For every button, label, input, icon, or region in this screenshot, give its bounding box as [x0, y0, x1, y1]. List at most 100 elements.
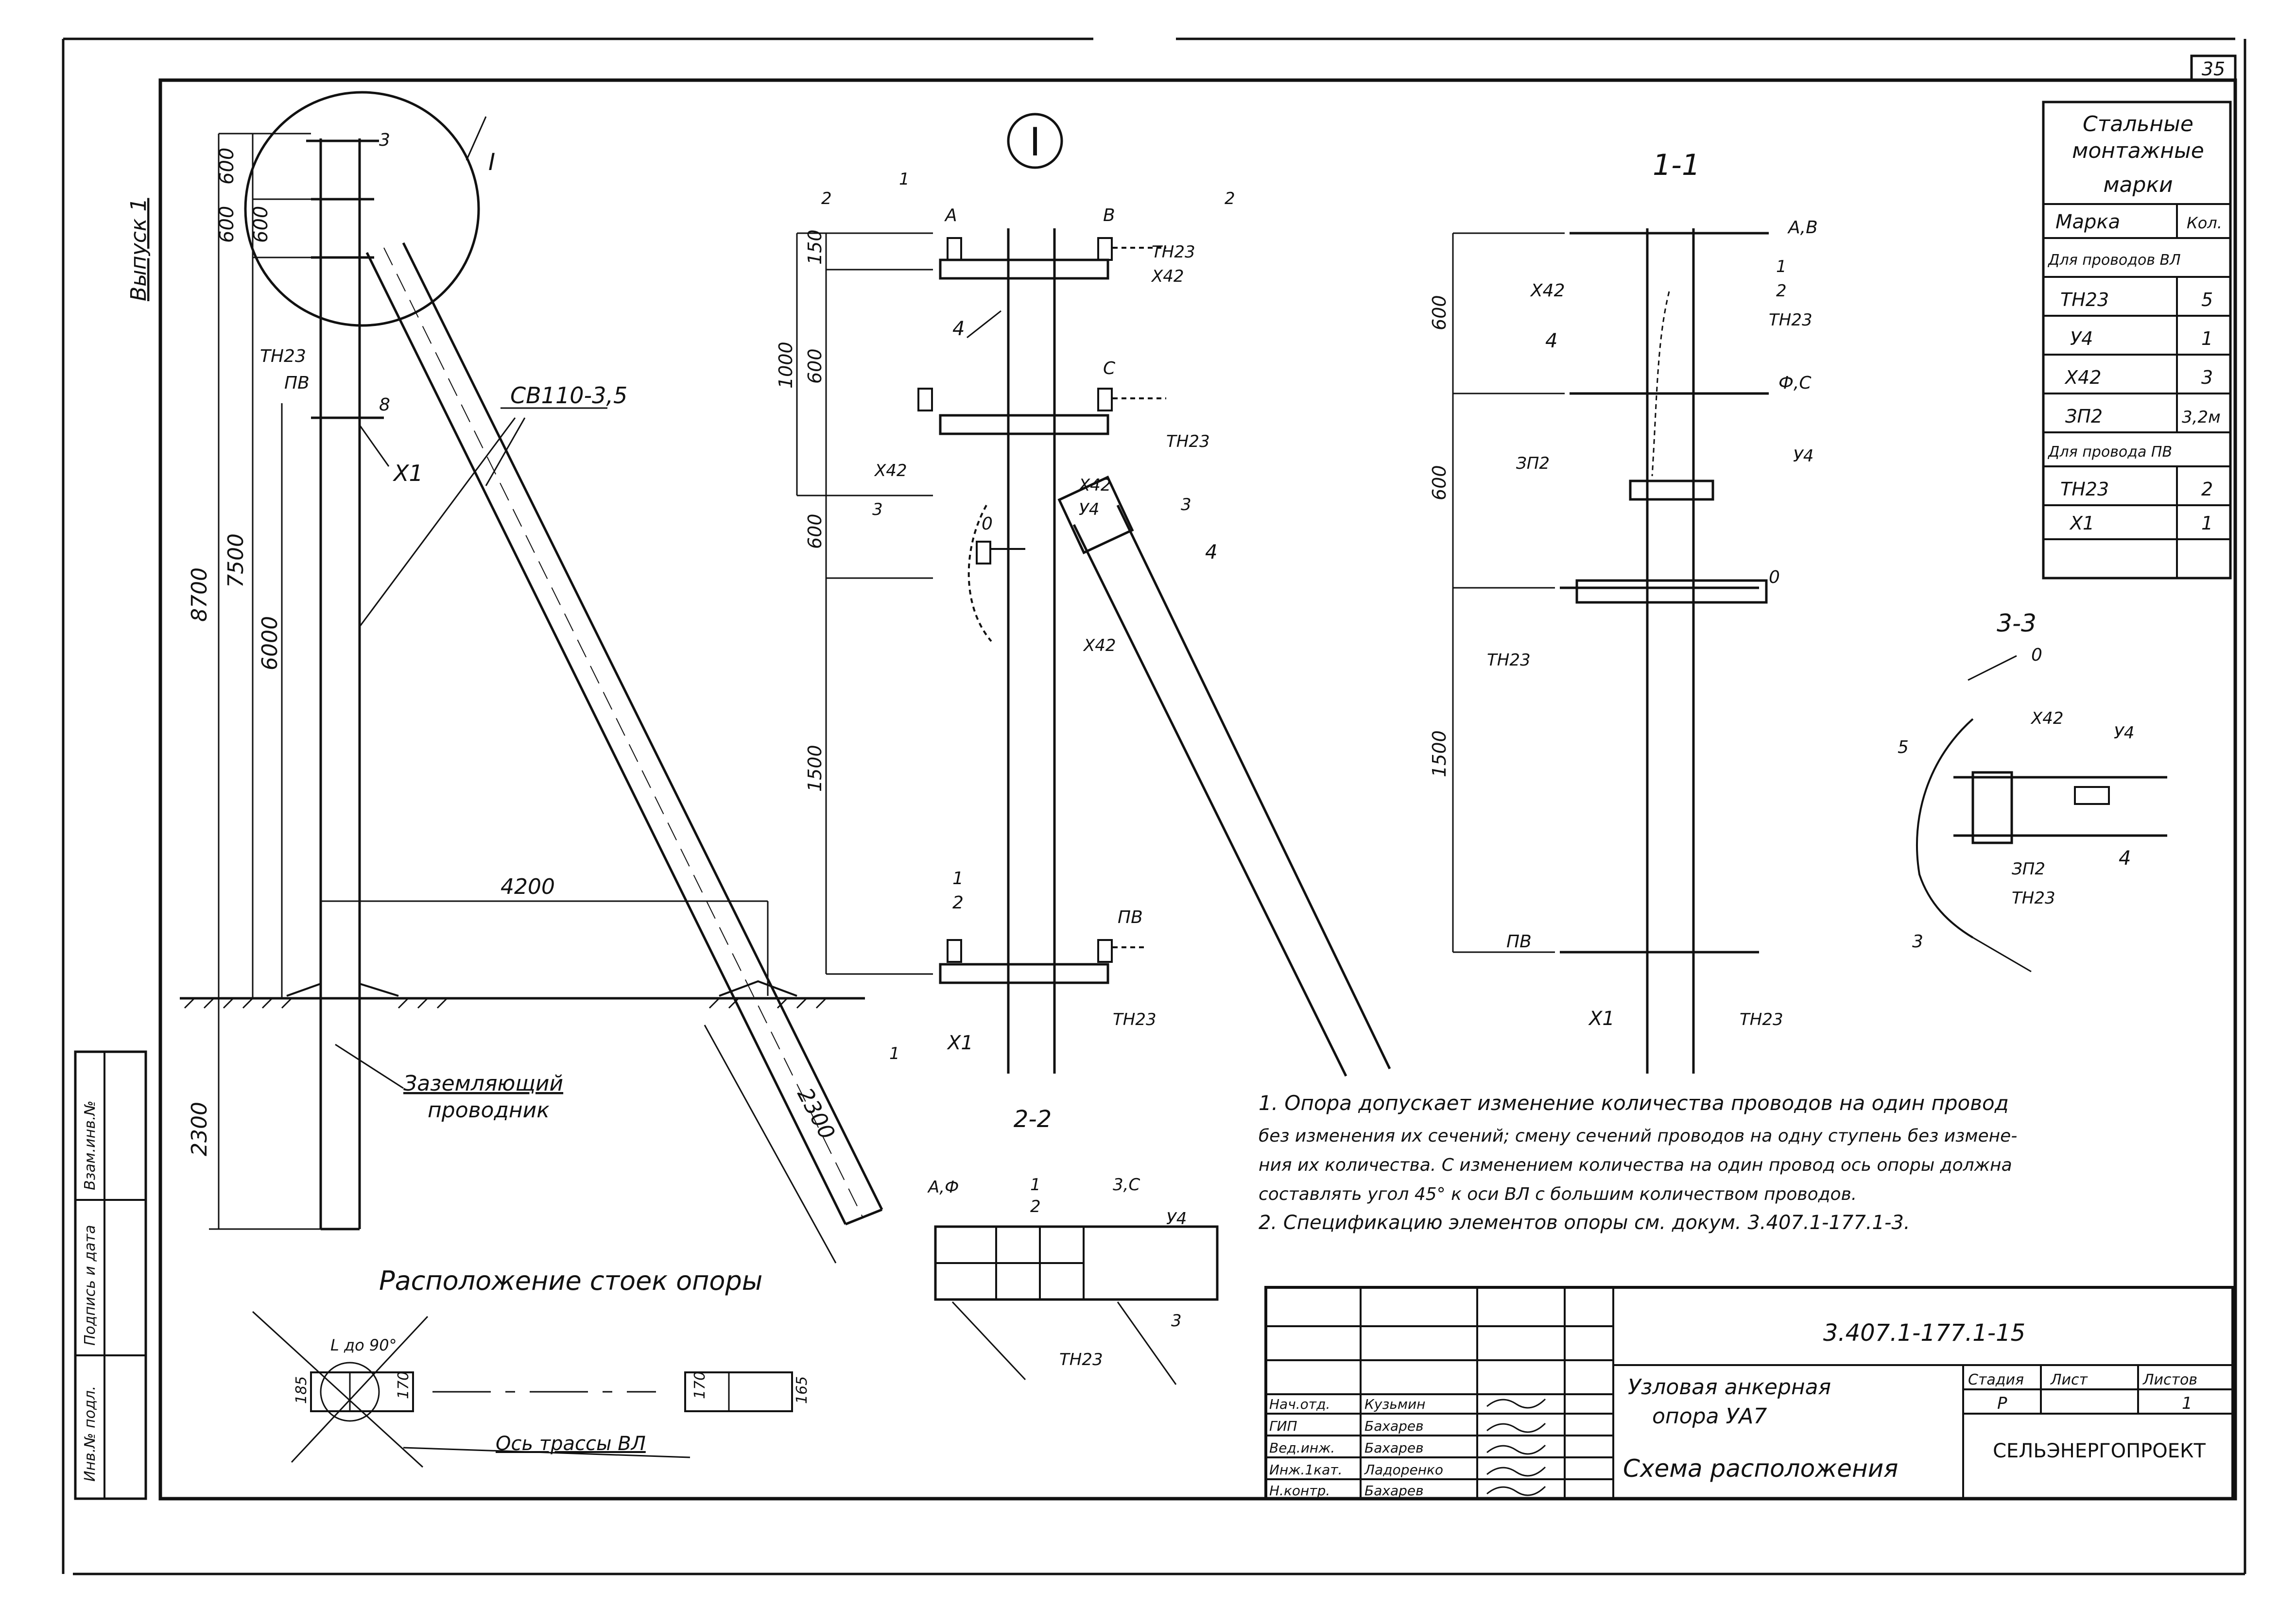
- title-sheet-name: Схема расположения: [1623, 1454, 1898, 1483]
- strut-left-edge: [365, 252, 847, 1225]
- s11-label-4: 4: [1545, 330, 1557, 352]
- s33-label-th23: ТН23: [2012, 889, 2055, 908]
- title-org: СЕЛЬЭНЕРГОПРОЕКТ: [1993, 1440, 2206, 1462]
- s11-label-th23-a: ТН23: [1769, 310, 1813, 330]
- detail-dim-1000: 1000: [775, 342, 796, 389]
- s33-label-5: 5: [1898, 737, 1909, 757]
- detail-I-circle: [244, 91, 480, 327]
- plan-view: Расположение стоек опоры L до 90° 185 17…: [252, 1265, 811, 1468]
- title-name-1: Узловая анкерная: [1628, 1375, 1831, 1400]
- s11-label-th23-c: ТН23: [1740, 1010, 1783, 1029]
- s22-label-y4: У4: [1166, 1209, 1187, 1229]
- marks-table: Стальные монтажные марки Марка Кол. Для …: [2042, 101, 2232, 580]
- s11-label-th23-b: ТН23: [1487, 650, 1531, 670]
- marks-vl-1-mark: У4: [2070, 328, 2093, 349]
- s22-label-th23: ТН23: [1059, 1350, 1103, 1369]
- signature-4: [1486, 1486, 1546, 1496]
- s11-phase-FC: Ф,С: [1778, 373, 1812, 393]
- cut-2-right: 2: [1225, 189, 1235, 208]
- role-0: Нач.отд.: [1269, 1396, 1330, 1412]
- s22-label-af: А,Ф: [927, 1178, 959, 1197]
- plan-dim-170a: 170: [395, 1371, 412, 1399]
- side-stamp: Инв.№ подл. Подпись и дата Взам.инв.№: [74, 1050, 147, 1500]
- detail-dim-150: 150: [804, 229, 826, 265]
- detail-label-4-a: 4: [952, 318, 965, 340]
- dim-600-c: 600: [250, 206, 272, 243]
- detail-label-4-b: 4: [1205, 541, 1217, 564]
- marks-vl-3-mark: ЗП2: [2065, 406, 2103, 427]
- detail-label-x42-a: Х42: [1151, 267, 1184, 286]
- elev-label-3: 3: [379, 130, 390, 150]
- phase-C: С: [1103, 359, 1116, 378]
- s11-label-x42: Х42: [1530, 281, 1565, 301]
- plan-dim-165: 165: [794, 1376, 811, 1404]
- person-4: Бахарев: [1364, 1483, 1424, 1499]
- marks-vl-2-mark: Х42: [2064, 367, 2101, 388]
- marks-vl-0-mark: ТН23: [2060, 289, 2109, 310]
- side-stamp-replace: Взам.инв.№: [82, 1100, 99, 1190]
- phase-0: 0: [982, 514, 993, 534]
- marks-vl-1-qty: 1: [2201, 328, 2213, 349]
- signature-0: [1486, 1398, 1546, 1409]
- section-1-1-title: 1-1: [1653, 148, 1700, 182]
- person-1: Бахарев: [1364, 1418, 1424, 1434]
- section-2-2-view: 2-2 А,Ф 1 2 3,С У4 3 ТН23: [927, 1106, 1219, 1385]
- s11-phase-0: 0: [1769, 567, 1780, 587]
- phase-B: В: [1103, 205, 1115, 225]
- detail-label-2: 2: [952, 893, 964, 913]
- title-stage: Р: [1997, 1394, 2007, 1413]
- phase-A: А: [944, 205, 957, 225]
- title-sheets-total: 1: [2182, 1394, 2192, 1413]
- detail-marker: I: [1029, 120, 1041, 165]
- marks-pv-1-qty: 1: [2201, 513, 2213, 534]
- marks-title-2: монтажные: [2072, 138, 2204, 163]
- section-3-3-view: 3-3 0 Х42 У4 5 ЗП2 ТН23 4 3: [1898, 609, 2167, 973]
- title-col-sheets: Листов: [2142, 1371, 2197, 1388]
- s33-label-4: 4: [2119, 847, 2131, 870]
- s11-label-1: 1: [1776, 257, 1787, 276]
- s33-label-3: 3: [1912, 932, 1923, 952]
- cut-1-bottom: 1: [889, 1044, 900, 1063]
- detail-label-x42-b: Х42: [874, 461, 907, 480]
- s22-label-3: 3: [1171, 1311, 1182, 1331]
- elev-label-pv: ПВ: [284, 373, 310, 393]
- role-3: Инж.1кат.: [1269, 1462, 1342, 1478]
- strut-right-edge: [402, 242, 883, 1211]
- s33-label-0: 0: [2031, 645, 2042, 665]
- s22-label-1: 1: [1030, 1175, 1041, 1195]
- cut-1-left: 1: [899, 170, 910, 189]
- signature-3: [1486, 1466, 1546, 1477]
- marks-group-pv: Для провода ПВ: [2047, 444, 2172, 461]
- detail-I-view: I: [775, 113, 1391, 1077]
- marks-vl-2-qty: 3: [2201, 367, 2213, 388]
- phase-PV: ПВ: [1118, 907, 1143, 927]
- note-line-1: 1. Опора допускает изменение количества …: [1259, 1091, 2009, 1115]
- s11-phase-AB: А,В: [1787, 218, 1818, 238]
- scan-edges: [62, 37, 2246, 1575]
- cut-3-right: 3: [1181, 495, 1191, 514]
- elevation-view: I 600 600 600 8700 7500 6000 2300 4200 2…: [180, 91, 883, 1264]
- dim-600-a: 600: [216, 148, 238, 185]
- marks-pv-0-mark: ТН23: [2060, 479, 2109, 500]
- detail-label-1: 1: [952, 869, 964, 889]
- detail-label-th23-b: ТН23: [1166, 432, 1210, 451]
- detail-dim-1500: 1500: [804, 745, 826, 792]
- detail-label-th23-c: ТН23: [1113, 1010, 1157, 1029]
- title-block: 3.407.1-177.1-15 Узловая анкерная опора …: [1264, 1286, 2234, 1500]
- marks-pv-0-qty: 2: [2201, 479, 2213, 500]
- note-line-2: без изменения их сечений; смену сечений …: [1259, 1126, 2017, 1146]
- s11-label-zp2: ЗП2: [1516, 454, 1550, 473]
- detail-label-th23-a: ТН23: [1152, 242, 1195, 262]
- ground-wire-line1: Заземляющий: [403, 1071, 563, 1096]
- detail-label-y4: У4: [1079, 500, 1099, 519]
- dim-600-b: 600: [216, 206, 238, 243]
- detail-label-x1: Х1: [947, 1032, 973, 1054]
- elev-label-8: 8: [379, 395, 390, 415]
- marks-vl-0-qty: 5: [2201, 289, 2213, 310]
- s11-label-2: 2: [1776, 281, 1787, 301]
- note-line-3: ния их количества. С изменением количест…: [1259, 1155, 2012, 1175]
- detail-dim-600a: 600: [804, 348, 826, 384]
- person-3: Ладоренко: [1364, 1462, 1443, 1478]
- series-label: Выпуск 1: [126, 198, 151, 301]
